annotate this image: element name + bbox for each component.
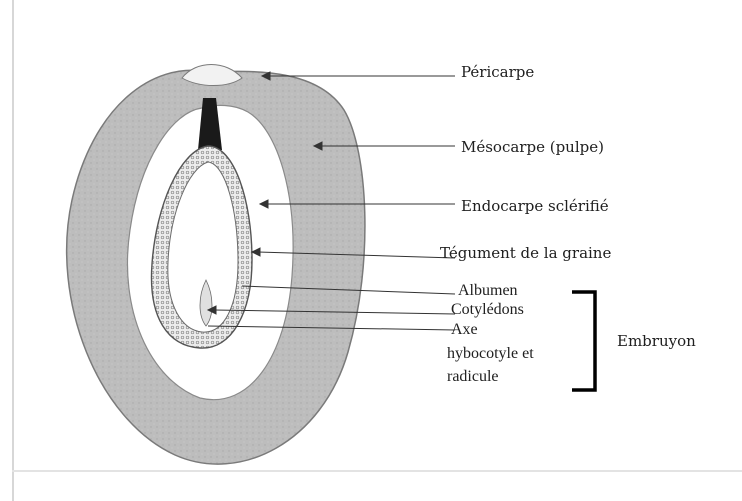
- label-tegument: Tégument de la graine: [440, 245, 611, 262]
- pericarp-notch: [182, 65, 242, 86]
- label-axe-line3: radicule: [447, 368, 499, 386]
- label-endocarpe: Endocarpe sclérifié: [461, 198, 609, 215]
- label-pericarpe: Péricarpe: [461, 64, 534, 81]
- label-albumen: Albumen: [458, 282, 518, 300]
- embryon-bracket: [572, 292, 595, 390]
- label-embryon: Embruyon: [617, 333, 696, 350]
- label-axe-line1: Axe: [451, 321, 478, 339]
- label-axe-line2: hybocotyle et: [447, 345, 534, 363]
- label-cotyledons: Cotylédons: [451, 301, 524, 319]
- label-mesocarpe: Mésocarpe (pulpe): [461, 139, 604, 156]
